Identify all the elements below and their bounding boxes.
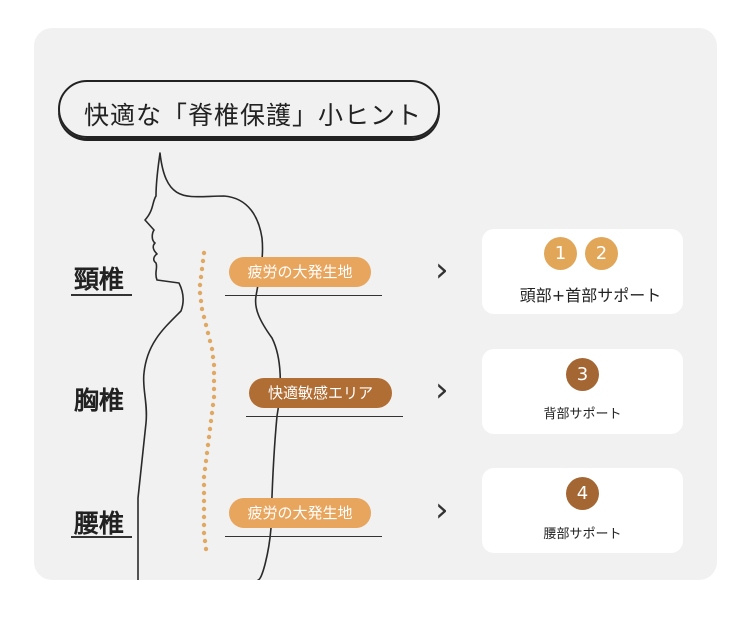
- info-panel: 快適な「脊椎保護」小ヒント 頸椎 胸椎 腰椎: [34, 28, 717, 580]
- spine-dots-icon: [197, 250, 217, 552]
- number-badge: 2: [585, 237, 618, 270]
- number-badge: 4: [566, 477, 599, 510]
- tag-cervical: 疲労の大発生地: [229, 257, 371, 287]
- region-label-cervical: 頸椎: [74, 265, 125, 294]
- chevron-right-icon: ›: [435, 250, 449, 290]
- human-silhouette-icon: [137, 152, 282, 580]
- tag-lumbar: 疲労の大発生地: [229, 498, 371, 528]
- support-card-neck: 1 2 頭部+首部サポート: [482, 229, 683, 314]
- tag-thoracic: 快適敏感エリア: [249, 378, 392, 408]
- support-card-back: 3 背部サポート: [482, 349, 683, 434]
- title-pill: [58, 80, 440, 138]
- card-label: 腰部サポート: [543, 527, 622, 542]
- tag-underline: [246, 416, 403, 417]
- card-label: 頭部+首部サポート: [519, 286, 662, 305]
- number-badge: 1: [544, 237, 577, 270]
- region-label-lumbar: 腰椎: [74, 509, 125, 538]
- region-underline: [71, 294, 132, 296]
- number-badge: 3: [566, 358, 599, 391]
- region-label-thoracic: 胸椎: [74, 386, 125, 415]
- page-title: 快適な「脊椎保護」小ヒント: [84, 101, 423, 130]
- tag-underline: [225, 295, 382, 296]
- chevron-right-icon: ›: [435, 490, 449, 530]
- region-underline: [71, 536, 132, 538]
- chevron-right-icon: ›: [435, 370, 449, 410]
- card-label: 背部サポート: [543, 407, 622, 422]
- support-card-waist: 4 腰部サポート: [482, 468, 683, 553]
- tag-underline: [225, 536, 382, 537]
